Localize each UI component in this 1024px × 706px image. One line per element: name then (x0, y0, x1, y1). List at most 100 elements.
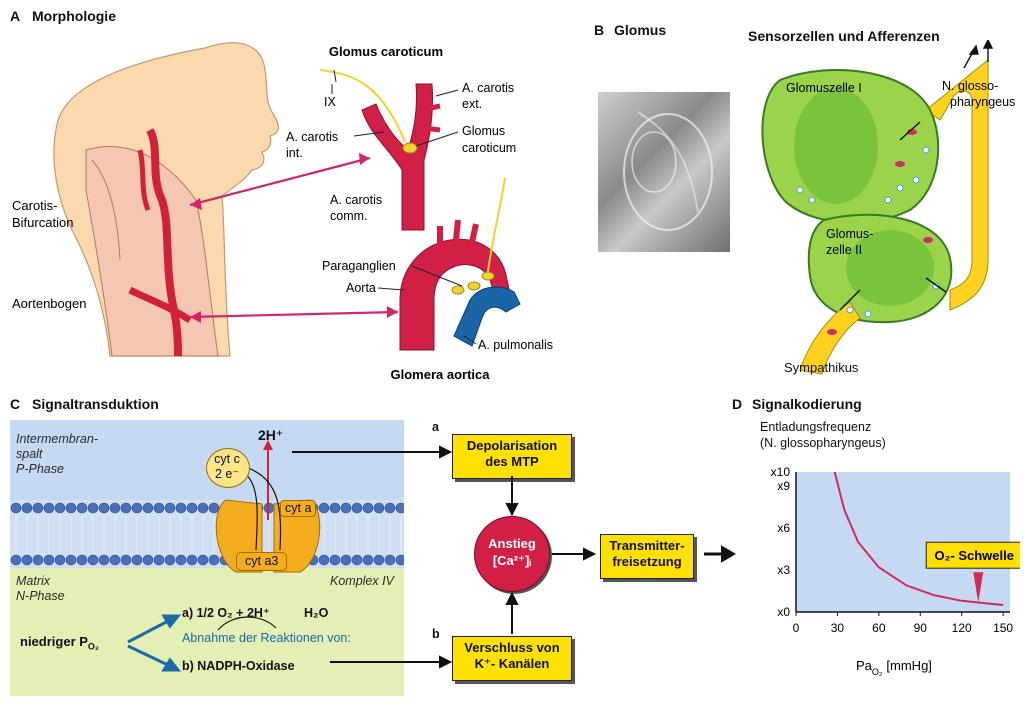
cyt-c-label: cyt c (214, 452, 240, 466)
n-glosso-1: N. glosso- (942, 79, 998, 93)
lipid-head (208, 554, 220, 566)
lipid-head (21, 554, 33, 566)
glomus-caroticum-label-2: caroticum (462, 141, 516, 155)
lipid-head (395, 502, 404, 514)
sensor-title: Sensorzellen und Afferenzen (748, 28, 940, 44)
lipid-head (109, 554, 121, 566)
reaction-b: b) NADPH-Oxidase (182, 659, 295, 673)
panel-a-illustration: Carotis- Bifurcation Aortenbogen Glomus … (12, 42, 553, 382)
transmitter-box: Transmitter-freisetzung (600, 534, 694, 579)
x-tick-label: 60 (872, 621, 886, 635)
lipid-head (164, 502, 176, 514)
cyt-c-electrons: 2 e⁻ (215, 467, 239, 481)
o2-threshold-annotation: O₂- Schwelle (925, 541, 1020, 603)
x-tick-label: 120 (952, 621, 972, 635)
a-carotis-comm-1: A. carotis (330, 193, 382, 207)
panel-b-letter: B (594, 22, 605, 38)
lipid-head (65, 554, 77, 566)
lipid-head (43, 554, 55, 566)
chart-xlabel: PaO₂[mmHg] (856, 658, 932, 677)
paraganglien-label: Paraganglien (322, 259, 396, 273)
lipid-head (76, 502, 88, 514)
lipid-head (186, 502, 198, 514)
intermembran-3: P-Phase (16, 462, 64, 476)
series-line (833, 471, 1004, 606)
y-tick-label: x3 (777, 563, 790, 577)
lipid-head (362, 554, 374, 566)
lipid-head (197, 554, 209, 566)
pulmonary-artery-drawing (453, 286, 521, 347)
lipid-head (208, 502, 220, 514)
lipid-head (131, 502, 143, 514)
y-tick-label: x0 (777, 605, 790, 619)
lipid-head (329, 554, 341, 566)
two-h-plus: 2H⁺ (258, 427, 284, 443)
ix-label: IX (324, 95, 336, 109)
x-tick-label: 90 (914, 621, 928, 635)
o2-threshold-label: O₂- Schwelle (935, 548, 1014, 563)
h2o-label: H₂O (304, 606, 329, 620)
lipid-head (197, 502, 209, 514)
lipid-head (351, 554, 363, 566)
matrix-1: Matrix (16, 574, 51, 588)
lipid-head (142, 502, 154, 514)
komplex-label: Komplex IV (330, 574, 394, 588)
lipid-head (32, 502, 44, 514)
lipid-head (384, 554, 396, 566)
sympathikus-label: Sympathikus (784, 360, 859, 375)
cyt-c-blob (206, 448, 250, 488)
glomus-micrograph (598, 92, 730, 252)
chart-ylabel-1: Entladungsfrequenz (760, 420, 872, 434)
panel-b-title: Glomus (614, 22, 667, 38)
lipid-head (318, 502, 330, 514)
lipid-head (120, 554, 132, 566)
lipid-head (87, 502, 99, 514)
a-carotis-comm-2: comm. (330, 209, 368, 223)
lipid-head (142, 554, 154, 566)
anstieg-circle: Anstieg [Ca²⁺]ᵢ (474, 516, 550, 592)
a-pulmonalis-label: A. pulmonalis (478, 338, 553, 352)
neck-carotid (146, 128, 182, 357)
lipid-head (186, 554, 198, 566)
glomuszelle-2-label-1: Glomus- (826, 227, 873, 241)
carotid-bifurcation-drawing (361, 83, 433, 231)
lipid-head (395, 554, 404, 566)
y-tick-label: x10 (771, 465, 791, 479)
glomera-aortica-title: Glomera aortica (391, 367, 491, 382)
glomus-caroticum-title: Glomus caroticum (329, 44, 443, 59)
lipid-head (21, 502, 33, 514)
panel-d-letter: D (732, 396, 743, 412)
a-carotis-int-1: A. carotis (286, 130, 338, 144)
lipid-head (340, 554, 352, 566)
lipid-head (10, 554, 22, 566)
lipid-head (65, 502, 77, 514)
panel-c-letter: C (10, 396, 21, 412)
lipid-head (329, 502, 341, 514)
glomuszelle-2-label-2: zelle II (826, 243, 862, 257)
y-tick-label: x6 (777, 521, 790, 535)
lipid-head (109, 502, 121, 514)
aorta-label: Aorta (346, 281, 376, 295)
branch-b: b (432, 627, 440, 641)
niedriger-po2: niedriger PO₂ (20, 634, 99, 652)
matrix-space (10, 560, 404, 696)
panel-a-letter: A (10, 8, 21, 24)
a-carotis-ext-1: A. carotis (462, 81, 514, 95)
matrix-2: N-Phase (16, 589, 65, 603)
cyt-a-label: cyt a (280, 500, 317, 517)
lipid-head (98, 554, 110, 566)
x-tick-label: 150 (993, 621, 1013, 635)
panel-a-title: Morphologie (32, 8, 116, 24)
carotis-bifurcation-1: Carotis- (12, 198, 58, 213)
a-carotis-int-2: int. (286, 146, 303, 160)
lipid-head (362, 502, 374, 514)
lipid-head (43, 502, 55, 514)
lipid-head (351, 502, 363, 514)
lipid-head (175, 502, 187, 514)
panel-c-arrows (127, 445, 736, 672)
lipid-head (373, 502, 385, 514)
lipid-head (32, 554, 44, 566)
